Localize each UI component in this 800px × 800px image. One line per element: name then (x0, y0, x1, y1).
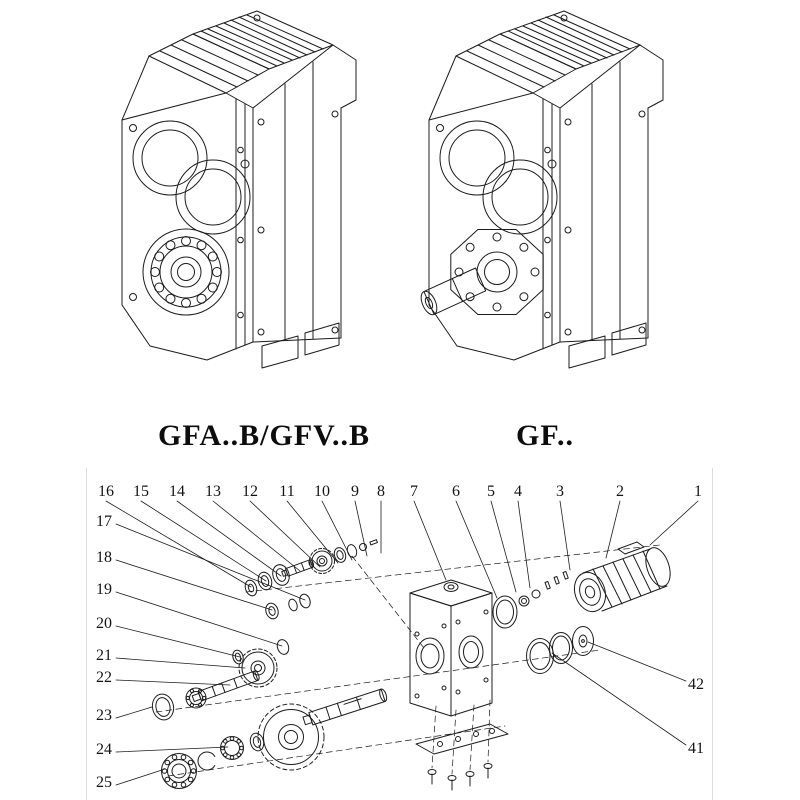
part-number-6: 6 (452, 483, 460, 500)
snap-ring (197, 751, 216, 771)
motor (573, 541, 671, 613)
gear-housing (409, 579, 493, 717)
motor-terminal-box (617, 541, 645, 555)
motor-side-parts (492, 570, 594, 674)
part-number-1: 1 (694, 483, 702, 500)
page-edge-right (712, 468, 713, 800)
part-number-24: 24 (96, 741, 112, 758)
part-number-8: 8 (377, 483, 385, 500)
output-pinion-shaft (302, 688, 388, 726)
bearing-balls (150, 236, 222, 308)
bottom-cover (415, 723, 509, 791)
part-number-4: 4 (514, 483, 522, 500)
part-number-3: 3 (556, 483, 564, 500)
part-number-20: 20 (96, 615, 112, 632)
figure-label-gfab-gfvb: GFA..B/GFV..B (158, 419, 370, 452)
page-edge-left (86, 468, 87, 800)
input-pinion (281, 559, 315, 577)
cover-bolts (427, 763, 493, 791)
input-shaft-parts (244, 539, 378, 597)
exploded-view (105, 500, 699, 791)
part-number-2: 2 (616, 483, 624, 500)
part-number-18: 18 (96, 549, 112, 566)
part-number-42: 42 (688, 676, 704, 693)
part-number-19: 19 (96, 581, 112, 598)
part-number-9: 9 (351, 483, 359, 500)
intermediate-shaft (191, 670, 260, 702)
part-number-23: 23 (96, 707, 112, 724)
part-number-14: 14 (169, 483, 185, 500)
intermediate-shaft-parts (151, 593, 311, 721)
part-number-5: 5 (487, 483, 495, 500)
part-number-7: 7 (410, 483, 418, 500)
part-number-10: 10 (314, 483, 330, 500)
part-number-12: 12 (242, 483, 258, 500)
figure-label-gf: GF.. (516, 419, 574, 452)
part-number-15: 15 (133, 483, 149, 500)
part-number-25: 25 (96, 774, 112, 791)
part-number-16: 16 (98, 483, 114, 500)
axis-lines (155, 544, 661, 777)
right-gearbox-drawing (420, 10, 664, 369)
part-number-11: 11 (279, 483, 295, 500)
part-number-41: 41 (688, 740, 704, 757)
leader-lines (105, 500, 699, 786)
left-gearbox-drawing (121, 10, 357, 369)
part-number-13: 13 (205, 483, 221, 500)
part-number-17: 17 (96, 513, 112, 530)
part-number-21: 21 (96, 647, 112, 664)
output-shaft-parts (161, 688, 388, 789)
part-number-22: 22 (96, 669, 112, 686)
